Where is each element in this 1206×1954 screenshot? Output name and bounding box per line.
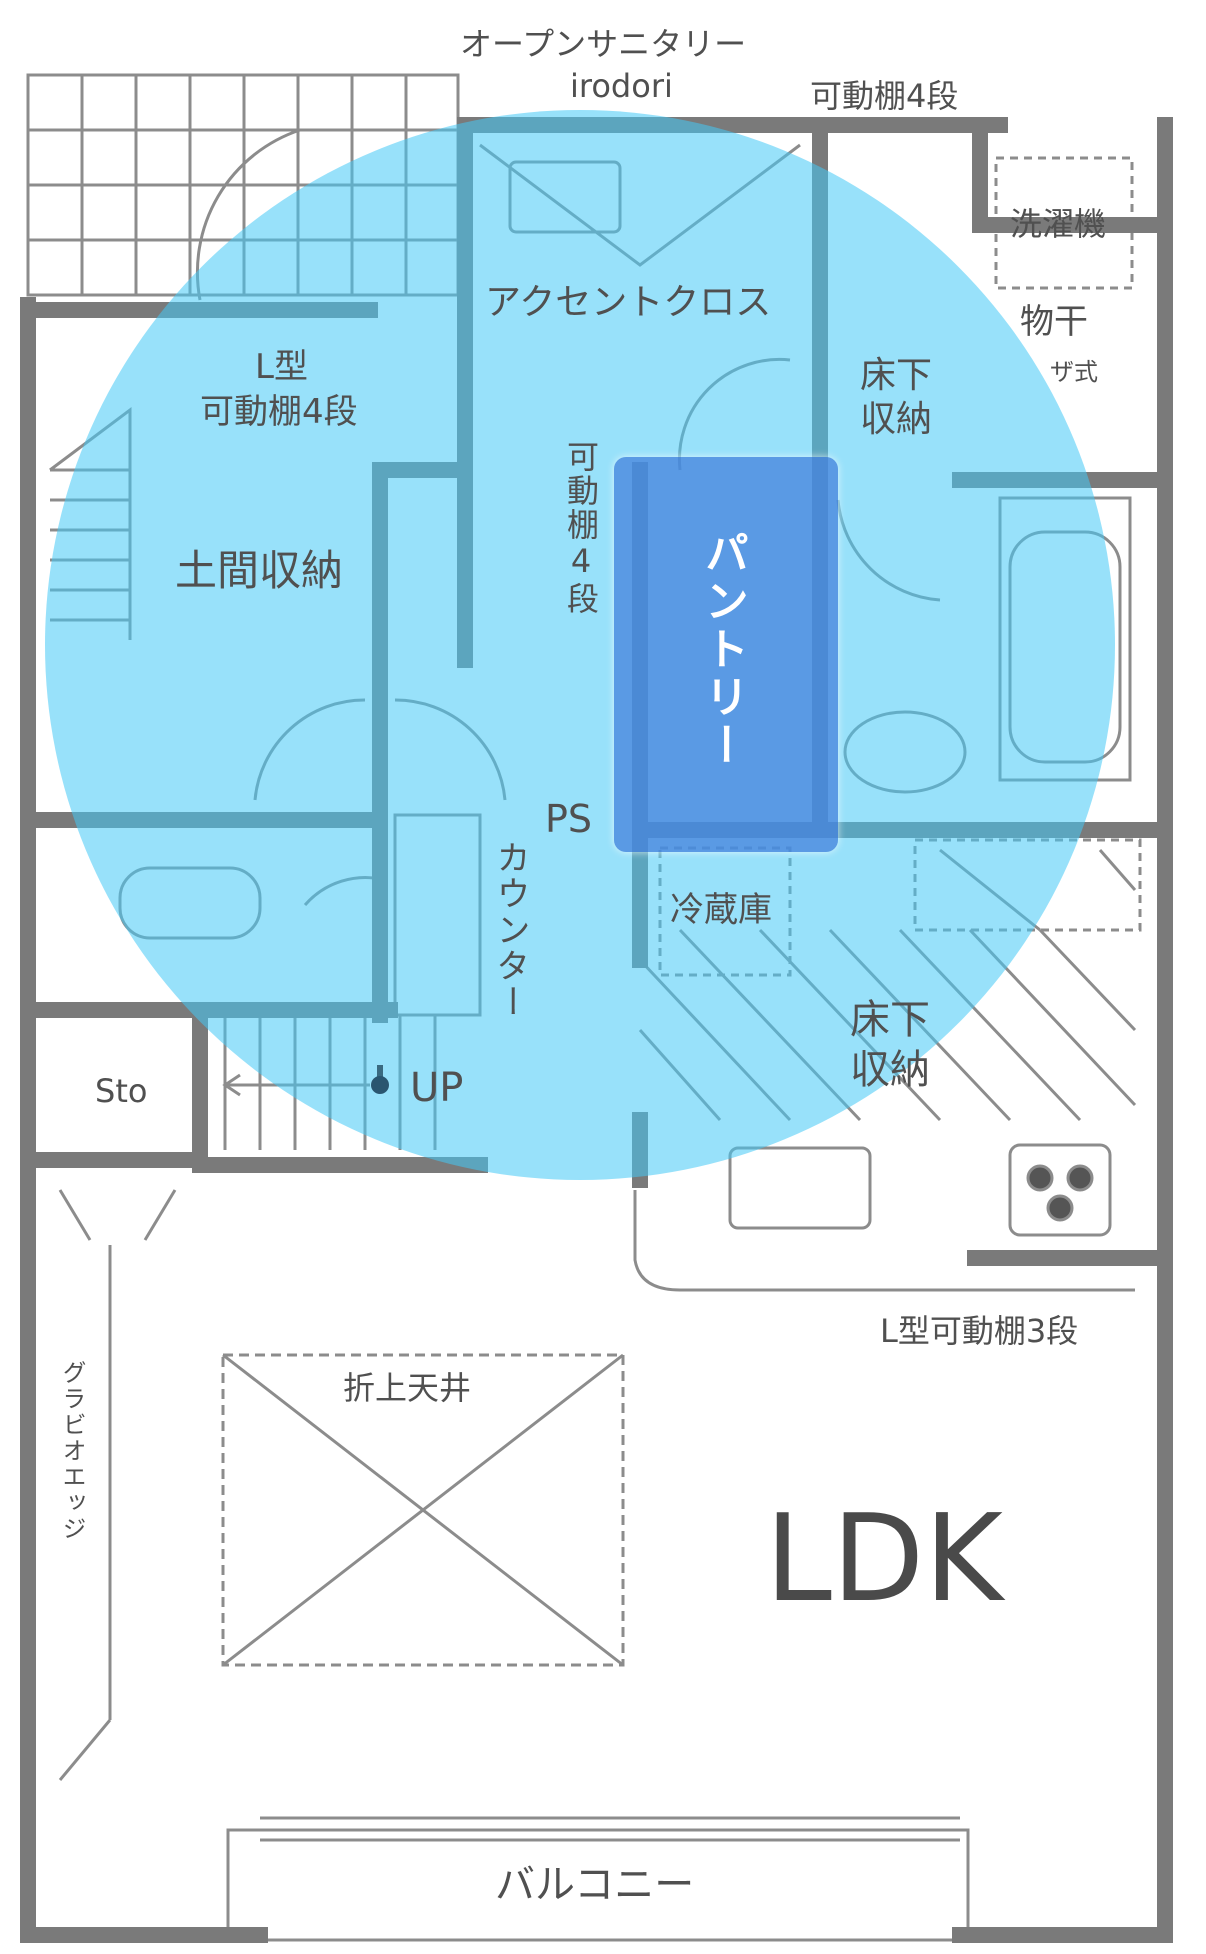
- label-open-sanitary: オープンサニタリー: [460, 25, 747, 63]
- label-underfloor-1b: 収納: [860, 399, 933, 440]
- label-shelf-4-vertical: 可動棚4段: [562, 440, 600, 616]
- label-washing-machine: 洗濯機: [1010, 205, 1107, 243]
- label-ldk: LDK: [765, 1490, 1003, 1629]
- label-l-type: L型: [255, 347, 308, 387]
- label-accent-cloth: アクセントクロス: [485, 282, 772, 323]
- label-underfloor-1a: 床下: [860, 355, 933, 396]
- label-folded-ceiling: 折上天井: [343, 1369, 472, 1407]
- label-l-shelf-3: L型可動棚3段: [880, 1312, 1079, 1350]
- label-shelf-4-top: 可動棚4段: [810, 77, 959, 115]
- label-pantry: パントリー: [697, 530, 748, 770]
- label-fridge: 冷蔵庫: [670, 890, 772, 930]
- highlight-circle: [45, 110, 1115, 1180]
- label-gravio-edge: グラビオエッジ: [58, 1360, 86, 1542]
- label-up: UP: [410, 1065, 464, 1111]
- label-l-shelf-4: 可動棚4段: [200, 392, 358, 432]
- label-monohoshi: 物干: [1020, 302, 1088, 342]
- label-counter: カウンター: [490, 840, 530, 1020]
- label-monohoshi-sub: ザ式: [1050, 358, 1098, 386]
- pantry-highlight: [614, 457, 838, 852]
- label-sto: Sto: [95, 1072, 148, 1110]
- label-underfloor-2a: 床下: [850, 997, 930, 1043]
- label-balcony: バルコニー: [495, 1862, 695, 1908]
- label-underfloor-2b: 収納: [850, 1047, 930, 1093]
- label-irodori: irodori: [570, 67, 673, 105]
- label-ps: PS: [545, 797, 593, 841]
- label-doma-storage: 土間収納: [175, 546, 344, 595]
